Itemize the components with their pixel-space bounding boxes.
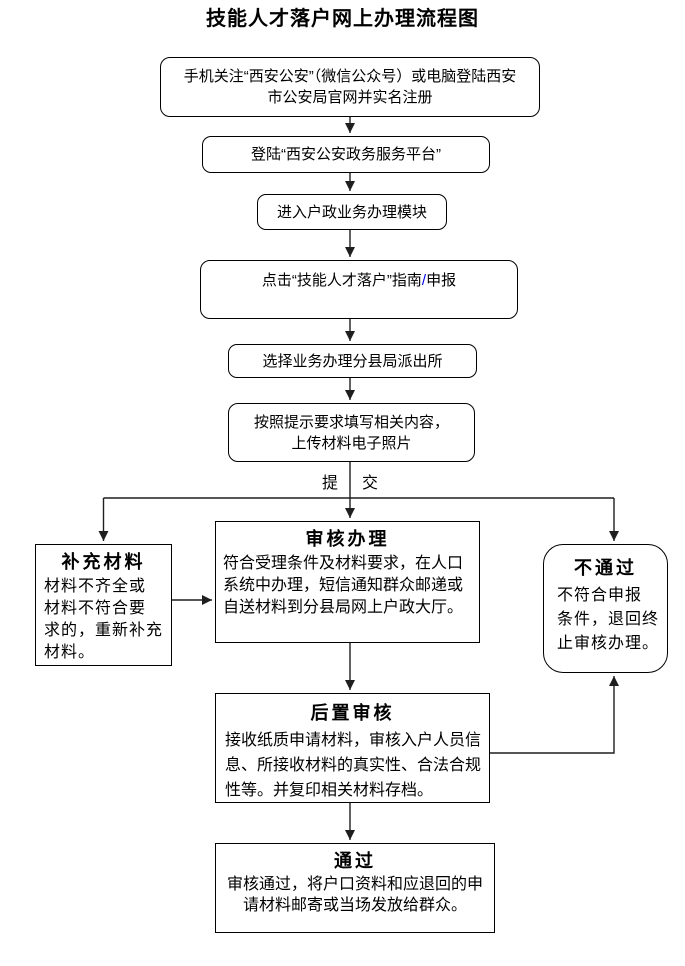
step-fill-upload-text: 按照提示要求填写相关内容， 上传材料电子照片 — [253, 413, 449, 452]
connector-postreview-reject — [488, 676, 619, 754]
submit-label-right: 交 — [362, 475, 379, 492]
step-select-station-box: 选择业务办理分县局派出所 — [228, 344, 477, 378]
branch-post-review-box: 后置审核 接收纸质申请材料，审核入户人员信 息、所接收材料的真实性、合法合规 性… — [215, 693, 490, 803]
branch-supplement-title: 补充材料 — [61, 552, 146, 572]
guide-slash-link[interactable]: / — [421, 272, 427, 289]
submit-label-left: 提 — [321, 475, 338, 492]
step-enter-module-text: 进入户政业务办理模块 — [276, 203, 427, 221]
branch-pass-box: 通过 审核通过，将户口资料和应退回的申 请材料邮寄或当场发放给群众。 — [215, 843, 495, 933]
branch-pass-body: 审核通过，将户口资料和应退回的申 请材料邮寄或当场发放给群众。 — [226, 876, 483, 914]
step-select-station-text: 选择业务办理分县局派出所 — [262, 352, 443, 370]
step-register-box: 手机关注“西安公安”（微信公众号）或电脑登陆西安 市公安局官网并实名注册 — [160, 57, 540, 117]
step-click-guide-text: 点击“技能人才落户”指南/申报 — [262, 270, 456, 291]
step-register-text: 手机关注“西安公安”（微信公众号）或电脑登陆西安 市公安局官网并实名注册 — [183, 68, 517, 106]
step-click-guide-box: 点击“技能人才落户”指南/申报 — [200, 260, 518, 319]
step-enter-module-box: 进入户政业务办理模块 — [257, 194, 447, 230]
branch-reject-box: 不通过 不符合申报 条件，退回终 止审核办理。 — [543, 544, 668, 673]
guide-text-suffix: 申报 — [426, 272, 457, 289]
step-login-box: 登陆“西安公安政务服务平台” — [202, 136, 490, 173]
step-login-text: 登陆“西安公安政务服务平台” — [251, 146, 441, 163]
branch-post-review-title: 后置审核 — [310, 703, 395, 723]
branch-supplement-box: 补充材料 材料不齐全或 材料不符合要 求的，重新补充 材料。 — [35, 544, 172, 666]
branch-reject-title: 不通过 — [574, 558, 637, 578]
guide-text-prefix: 点击“技能人才落户”指南 — [261, 272, 422, 289]
branch-review-body: 符合受理条件及材料要求，在人口 系统中办理，短信通知群众邮递或 自送材料到分县局… — [223, 555, 464, 616]
branch-pass-title: 通过 — [334, 851, 376, 871]
branch-review-title: 审核办理 — [305, 529, 390, 549]
page-title: 技能人才落户网上办理流程图 — [206, 8, 479, 30]
branch-reject-body: 不符合申报 条件，退回终 止审核办理。 — [557, 587, 660, 652]
branch-post-review-body: 接收纸质申请材料，审核入户人员信 息、所接收材料的真实性、合法合规 性等。并复印… — [225, 732, 482, 799]
step-fill-upload-box: 按照提示要求填写相关内容， 上传材料电子照片 — [228, 403, 475, 462]
branch-review-box: 审核办理 符合受理条件及材料要求，在人口 系统中办理，短信通知群众邮递或 自送材… — [215, 521, 480, 643]
branch-supplement-body: 材料不齐全或 材料不符合要 求的，重新补充 材料。 — [44, 578, 164, 661]
submit-label: 提 交 — [296, 474, 404, 494]
